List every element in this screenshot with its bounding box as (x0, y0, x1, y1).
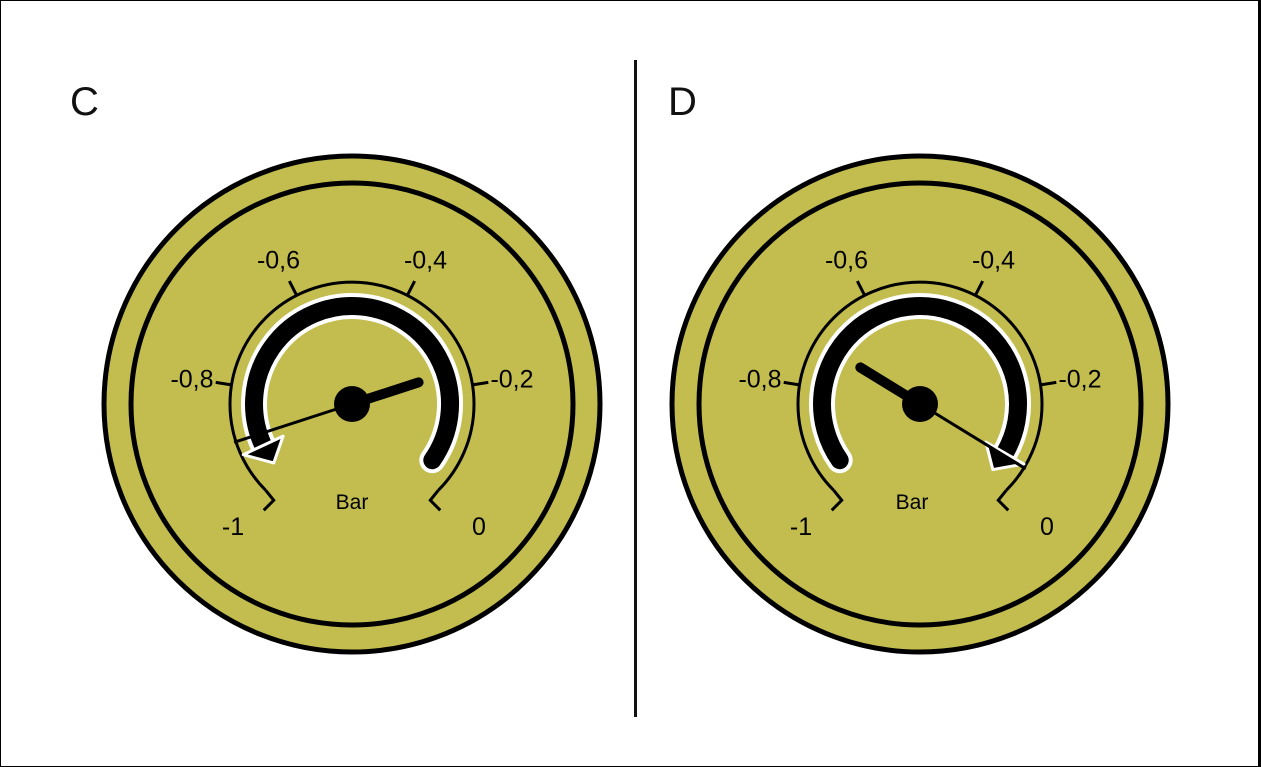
motion-arrow (241, 293, 463, 474)
unit-label: Bar (896, 491, 929, 514)
needle-pointer (233, 402, 353, 444)
scale-label-minus-1: -1 (222, 513, 244, 541)
panel-letter-d: D (668, 80, 697, 124)
scale-tick (288, 280, 298, 296)
scale-tick (1040, 380, 1057, 387)
scale-tick (215, 380, 232, 387)
scale-tick (974, 280, 984, 296)
needle-pointer (919, 402, 1027, 471)
scale-label-minus-1: -1 (790, 513, 812, 541)
scale-label-minus-0-4: -0,4 (972, 247, 1015, 275)
scale-label-minus-0-8: -0,8 (738, 366, 781, 394)
scale-end-hook (262, 489, 276, 512)
arrow-body (245, 296, 459, 470)
scale-arc (796, 280, 1044, 492)
scale-tick (472, 380, 489, 387)
frame-right-edge (1258, 0, 1260, 767)
vacuum-gauge-c: -1 -0,8 -0,6 -0,4 -0,2 0 Bar (101, 153, 603, 655)
scale-label-minus-0-8: -0,8 (170, 366, 213, 394)
arrow-head (241, 434, 285, 465)
scale-arc-group (783, 280, 1057, 512)
needle-group (233, 377, 424, 444)
arrow-body (813, 297, 1027, 470)
scale-label-0: 0 (472, 513, 486, 541)
needle-hub (334, 386, 370, 422)
needle-hub (902, 386, 938, 422)
scale-label-0: 0 (1040, 513, 1054, 541)
scale-arc (228, 280, 476, 492)
panel-divider (634, 60, 637, 717)
scale-end-hook (996, 489, 1010, 512)
unit-label: Bar (336, 491, 369, 514)
scale-end-hook (830, 489, 844, 512)
scale-label-minus-0-6: -0,6 (825, 247, 868, 275)
scale-label-minus-0-2: -0,2 (1058, 366, 1101, 394)
vacuum-gauge-d: -1 -0,8 -0,6 -0,4 -0,2 0 Bar (669, 153, 1171, 655)
scale-label-minus-0-6: -0,6 (257, 247, 300, 275)
scale-label-minus-0-4: -0,4 (404, 247, 447, 275)
scale-arc-group (215, 280, 489, 512)
scale-tick (406, 280, 416, 296)
needle-group (855, 362, 1027, 471)
scale-tick (783, 380, 800, 387)
panel-letter-c: C (70, 80, 99, 124)
scale-end-hook (428, 489, 442, 512)
scale-tick (856, 280, 866, 296)
scale-label-minus-0-2: -0,2 (490, 366, 533, 394)
